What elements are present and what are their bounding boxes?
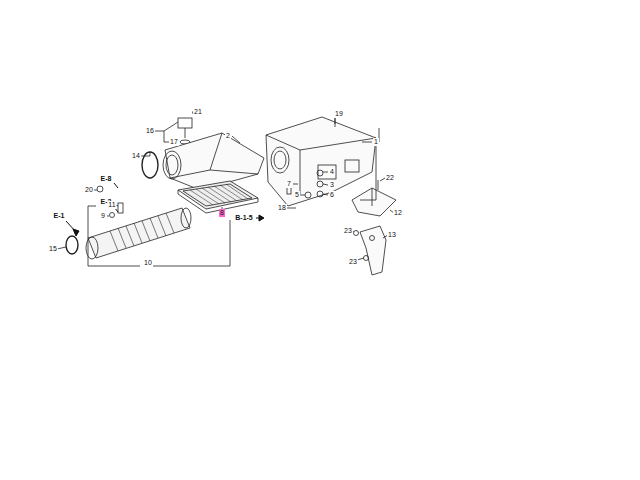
callout-number: 5 [294, 191, 300, 199]
callout-number: 7 [286, 180, 292, 188]
callout-number: 3 [329, 181, 335, 189]
air-cleaner-cover [165, 133, 264, 190]
callout-number: 8 [219, 209, 225, 217]
reference-code: B-1-5 [234, 214, 254, 222]
callout-number: 10 [143, 259, 153, 267]
clamp [142, 152, 158, 178]
reference-code: E-1 [53, 212, 66, 220]
exploded-view [57, 112, 396, 275]
callout-number: 2 [225, 132, 231, 140]
callout-number: 11 [107, 201, 116, 209]
air-cleaner-housing [266, 117, 376, 206]
callout-number: 14 [131, 152, 141, 160]
callout-number: 9 [100, 212, 106, 220]
sensor [178, 118, 192, 128]
callout-number: 15 [48, 245, 58, 253]
callout-number: 1 [373, 138, 379, 146]
stay [360, 226, 386, 275]
callout-number: 23 [348, 258, 358, 266]
intake-tube [88, 208, 190, 258]
reference-code: E-8 [100, 175, 113, 183]
callout-number: 19 [334, 110, 344, 118]
callout-number: 13 [387, 231, 397, 239]
bracket [352, 188, 396, 216]
callout-number: 20 [84, 186, 94, 194]
callout-number: 18 [277, 204, 287, 212]
callout-number: 16 [145, 127, 155, 135]
callout-number: 6 [329, 191, 335, 199]
callout-number: 17 [169, 138, 179, 146]
callout-number: 21 [193, 108, 203, 116]
callout-number: 12 [393, 209, 403, 217]
callout-number: 23 [343, 227, 353, 235]
callout-number: 22 [385, 174, 395, 182]
callout-number: 4 [329, 168, 335, 176]
reference-arrows [66, 183, 264, 236]
